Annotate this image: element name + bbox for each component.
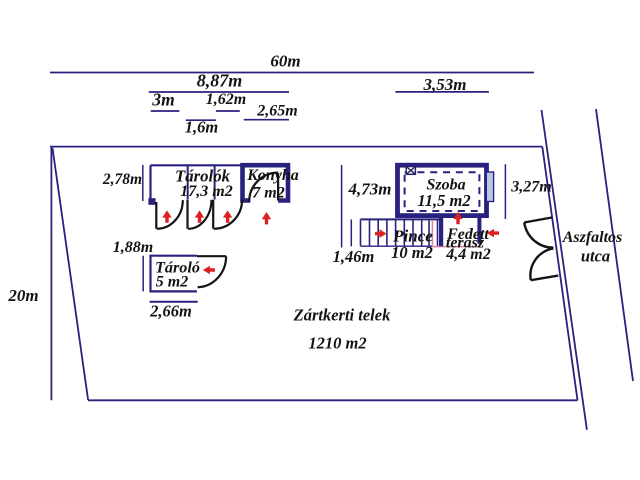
- svg-text:terasz: terasz: [446, 235, 485, 252]
- svg-text:Fedett: Fedett: [446, 226, 489, 243]
- svg-text:Szoba: Szoba: [426, 177, 465, 194]
- svg-text:utca: utca: [581, 247, 610, 266]
- svg-text:Aszfaltos: Aszfaltos: [562, 229, 623, 246]
- svg-text:1,88m: 1,88m: [113, 239, 153, 256]
- svg-text:4,4 m2: 4,4 m2: [445, 246, 490, 263]
- svg-text:2,65m: 2,65m: [256, 103, 297, 120]
- svg-text:Pince: Pince: [392, 227, 433, 246]
- svg-text:1,62m: 1,62m: [206, 91, 246, 108]
- svg-text:2,66m: 2,66m: [149, 302, 192, 321]
- svg-text:60m: 60m: [270, 52, 300, 71]
- svg-text:3,27m: 3,27m: [510, 179, 551, 196]
- svg-text:17,3 m2: 17,3 m2: [180, 183, 232, 200]
- svg-text:1210 m2: 1210 m2: [308, 334, 366, 353]
- svg-text:2,78m: 2,78m: [102, 171, 142, 188]
- svg-text:Konyha: Konyha: [246, 167, 299, 184]
- svg-text:1,46m: 1,46m: [333, 247, 375, 266]
- svg-text:10 m2: 10 m2: [391, 243, 433, 262]
- svg-text:7 m2: 7 m2: [252, 185, 284, 202]
- svg-text:1,6m: 1,6m: [185, 118, 219, 137]
- svg-text:3m: 3m: [151, 90, 174, 110]
- svg-text:Tárolók: Tárolók: [175, 167, 231, 186]
- svg-text:11,5 m2: 11,5 m2: [417, 191, 470, 210]
- svg-text:8,87m: 8,87m: [197, 71, 243, 91]
- svg-text:5 m2: 5 m2: [156, 274, 188, 291]
- svg-text:3,53m: 3,53m: [423, 75, 467, 94]
- svg-text:Tároló: Tároló: [155, 259, 200, 277]
- svg-text:20m: 20m: [7, 286, 38, 305]
- svg-text:4,73m: 4,73m: [348, 180, 392, 199]
- svg-text:Zártkerti telek: Zártkerti telek: [293, 306, 391, 325]
